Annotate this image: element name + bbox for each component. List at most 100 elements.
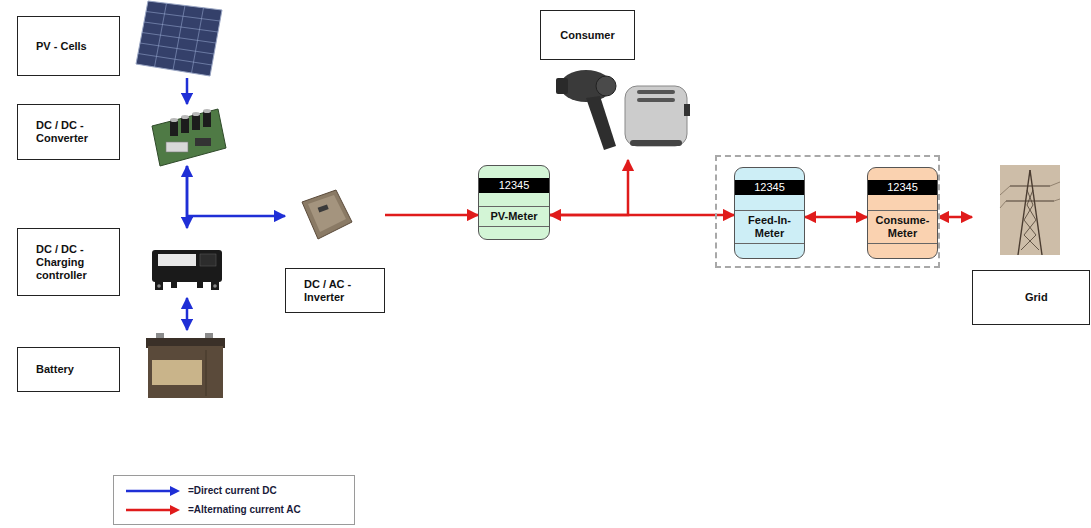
dc-connector	[186, 298, 189, 330]
solar-panel-picture-part	[142, 33, 216, 44]
battery-component: Battery	[17, 330, 225, 402]
solar-panel-picture-part	[136, 1, 222, 76]
meter-reading: 12345	[735, 180, 804, 195]
charging-controller-picture-part	[200, 254, 216, 266]
legend-box: =Direct current DC =Alternating current A…	[113, 475, 355, 525]
legend-row: =Alternating current AC	[124, 500, 344, 519]
toaster-picture-part	[630, 140, 682, 146]
power-pylon-picture-part	[1000, 186, 1010, 195]
ac-connector	[805, 216, 867, 219]
component-label: Grid	[972, 270, 1090, 325]
hair-dryer-picture-part	[586, 96, 616, 150]
solar-panel-picture-part	[144, 22, 218, 32]
component-label: Battery	[17, 347, 120, 392]
charging-controller-component: DC / DC - Charging controller	[17, 228, 225, 298]
meter-reading: 12345	[479, 178, 549, 193]
inverter-component: DC / AC - Inverter	[285, 188, 385, 314]
inverter-picture-part	[318, 204, 329, 212]
charging-controller-picture-part	[152, 250, 222, 282]
power-pylon-picture	[1000, 165, 1060, 255]
converter-board-picture-part	[192, 112, 200, 116]
dc-connector	[186, 166, 189, 228]
legend-text: =Direct current DC	[188, 485, 277, 496]
converter-board-picture-part	[170, 120, 178, 136]
converter-component: DC / DC - Converter	[17, 104, 225, 166]
charging-controller-picture-part	[213, 284, 217, 288]
dc-connector	[187, 166, 285, 216]
hair-dryer-picture	[556, 70, 616, 150]
charging-controller-picture-part	[155, 282, 163, 290]
ac-connector	[550, 214, 734, 217]
power-pylon-picture-part	[1000, 201, 1006, 208]
converter-board-picture	[152, 109, 226, 166]
pv-meter: 12345PV-Meter	[478, 165, 550, 240]
legend-arrow-head	[170, 505, 180, 515]
charging-controller-picture-part	[158, 254, 196, 266]
power-pylon-picture-part	[1021, 190, 1036, 250]
meter-label: Consume- Meter	[868, 210, 937, 244]
hair-dryer-picture-part	[556, 78, 568, 94]
toaster-picture	[625, 86, 690, 146]
converter-board-picture-part	[181, 115, 189, 119]
converter-board-picture-part	[195, 138, 211, 146]
converter-board-picture-part	[181, 117, 189, 133]
converter-board-picture-part	[152, 109, 226, 166]
converter-board-picture-part	[170, 118, 178, 122]
ac-connector	[938, 216, 972, 219]
toaster-picture-part	[625, 86, 687, 146]
battery-picture	[146, 333, 225, 398]
inverter-picture	[302, 190, 352, 239]
solar-panel-picture-part	[140, 43, 214, 54]
converter-board-picture-part	[203, 111, 211, 127]
power-pylon-picture-part	[1024, 190, 1039, 250]
ac-connector	[385, 214, 478, 217]
power-pylon-picture-part	[1010, 185, 1050, 186]
charging-controller-picture-part	[157, 284, 161, 288]
legend-arrow-sample	[124, 504, 182, 516]
component-label: DC / AC - Inverter	[285, 268, 385, 313]
legend-arrow-sample	[124, 485, 182, 497]
meter-label: PV-Meter	[479, 206, 549, 227]
grid-component: Grid	[972, 160, 1090, 326]
solar-panel-picture	[136, 1, 222, 76]
hair-dryer-picture-part	[596, 76, 616, 96]
power-pylon-picture-part	[1000, 165, 1060, 255]
battery-picture-part	[148, 346, 223, 398]
inverter-picture-part	[308, 195, 346, 232]
meter-group: 12345Feed-In- Meter12345Consume- Meter	[715, 155, 940, 268]
converter-board-picture-part	[166, 142, 188, 152]
feed-in-meter: 12345Feed-In- Meter	[734, 167, 805, 259]
converter-board-picture-part	[192, 114, 200, 130]
dc-connector	[186, 78, 189, 104]
battery-picture-part	[152, 360, 202, 385]
toaster-picture-part	[637, 98, 675, 102]
meter-reading: 12345	[868, 180, 937, 195]
battery-picture-part	[206, 350, 207, 396]
ac-connector	[550, 160, 628, 215]
component-label: Consumer	[540, 10, 635, 60]
solar-panel-picture-part	[146, 12, 220, 22]
solar-panel-picture-part	[138, 54, 212, 66]
pv-cells-component: PV - Cells	[17, 0, 225, 78]
legend-arrow-head	[170, 486, 180, 496]
inverter-picture-part	[302, 190, 352, 239]
charging-controller-picture	[152, 250, 222, 290]
consume-meter: 12345Consume- Meter	[867, 167, 938, 259]
power-pylon-picture-part	[1006, 200, 1054, 201]
legend-row: =Direct current DC	[124, 481, 344, 500]
charging-controller-picture-part	[197, 282, 203, 288]
legend-arrow-line	[126, 489, 172, 492]
charging-controller-picture-part	[211, 282, 219, 290]
legend-text: =Alternating current AC	[188, 504, 301, 515]
component-label: DC / DC - Charging controller	[17, 228, 120, 296]
charging-controller-picture-part	[171, 282, 177, 288]
component-label: DC / DC - Converter	[17, 104, 120, 160]
meter-label: Feed-In- Meter	[735, 210, 804, 244]
converter-board-picture-part	[203, 109, 211, 113]
toaster-picture-part	[637, 90, 675, 94]
component-label: PV - Cells	[17, 16, 120, 76]
power-pylon-picture-part	[1054, 199, 1060, 201]
consumer-component: Consumer	[540, 10, 695, 160]
